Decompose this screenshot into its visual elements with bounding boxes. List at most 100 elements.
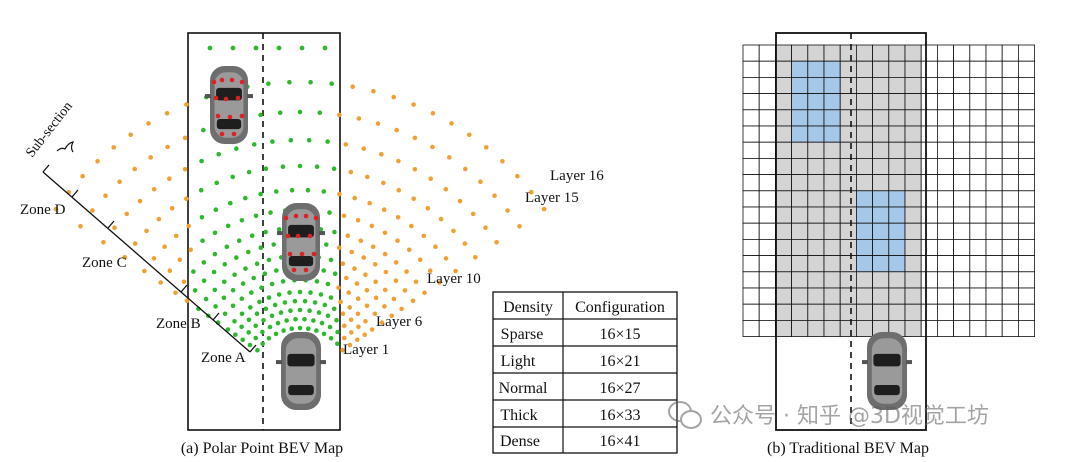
grid-cell [872,157,890,175]
watermark-text: 公众号 · 知乎 @3D视觉工坊 [710,404,989,429]
grid-cell [758,238,776,256]
polar-point [201,278,207,284]
grid-cell [969,60,987,78]
polar-point [363,272,368,278]
grid-cell [758,141,776,159]
grid-cell [920,190,938,208]
occupied-point [219,77,225,83]
grid-cell [1018,44,1036,62]
grid-cell [839,141,857,159]
grid-cell [969,77,987,95]
grid-cell [872,190,890,208]
grid-cell [839,319,857,337]
polar-point [182,167,188,172]
polar-point [517,224,522,229]
polar-point [529,189,534,195]
polar-point [200,238,205,243]
polar-point [151,256,157,261]
polar-point [306,137,312,143]
polar-point [334,318,339,323]
polar-point [142,268,147,274]
grid-cell [775,222,793,240]
polar-point [137,198,143,204]
grid-cell [888,125,906,143]
car-mirror [277,231,283,236]
occupied-point [215,113,221,119]
grid-cell [953,77,971,95]
grid-cell [1001,238,1019,256]
grid-cell [758,60,776,78]
polar-point [382,304,387,309]
polar-point [214,180,219,186]
occupied-point [227,114,233,120]
grid-cell [775,93,793,111]
polar-point [341,213,347,219]
grid-cell [953,255,971,273]
grid-cell [985,287,1003,305]
polar-point [410,298,416,304]
polar-point [258,191,263,197]
polar-point [297,163,303,169]
grid-cell [856,44,874,62]
grid-cell [839,271,857,289]
polar-point [345,233,351,238]
polar-point [203,296,209,302]
polar-point [447,155,452,160]
grid-cell [839,255,857,273]
grid-cell [904,60,922,78]
grid-cell [839,238,857,256]
grid-cell [807,287,825,305]
polar-point [379,151,384,157]
grid-cell [920,206,938,224]
polar-point [112,225,117,230]
grid-cell [758,77,776,95]
grid-cell [920,271,938,289]
polar-point [317,110,323,115]
polar-point [243,266,248,271]
polar-point [412,135,418,141]
grid-cell [839,287,857,305]
occupied-points [211,77,319,273]
grid-cell [823,174,841,192]
grid-cell [920,255,938,273]
polar-point [162,244,167,249]
grid-cell [953,271,971,289]
polar-point [327,324,333,330]
polar-point [437,280,442,285]
car [205,66,253,144]
grid-cell [807,93,825,111]
polar-point [268,210,273,215]
grid-cell [823,271,841,289]
occupied-point [313,215,319,221]
polar-point [363,319,368,324]
polar-point [260,341,266,347]
grid-cell [1018,255,1036,273]
polar-point [207,45,213,51]
grid-cell [775,77,793,95]
grid-cell [1001,303,1019,321]
table-header-configuration: Configuration [575,299,665,316]
polar-point [417,257,423,263]
polar-point [335,329,340,335]
grid-cell [807,141,825,159]
polar-point [146,121,151,126]
polar-point [246,249,251,255]
polar-point [177,257,183,263]
polar-point [336,245,342,250]
grid-cell [937,141,955,159]
car [862,332,912,410]
grid-cell [823,44,841,62]
occupied-point [235,95,241,101]
polar-point [451,228,456,234]
occupied-point [239,79,245,85]
polar-point [297,289,303,295]
occupied-point [219,131,225,137]
grid-cell [1001,125,1019,143]
polar-point [254,261,260,267]
table-cell-density: Thick [500,407,537,424]
polar-point [307,308,312,314]
grid-cell [1018,125,1036,143]
grid-cell [1018,238,1036,256]
grid-cell [969,255,987,273]
